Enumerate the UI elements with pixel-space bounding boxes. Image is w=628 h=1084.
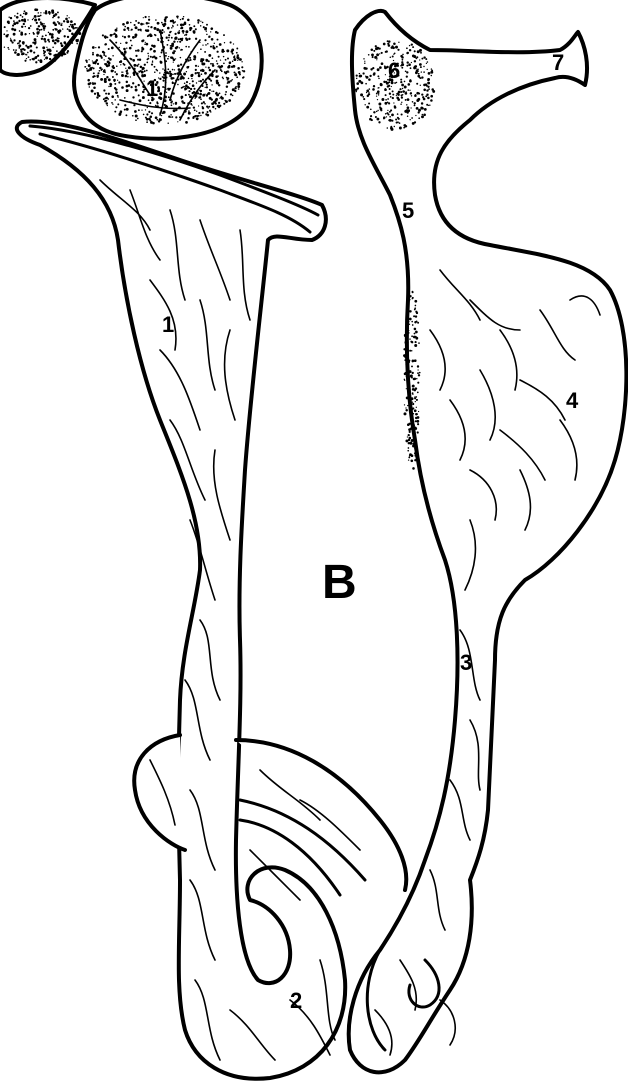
- label-uterus: 4: [566, 388, 579, 413]
- ovary: 1: [0, 0, 262, 139]
- label-tube: 1: [162, 312, 174, 337]
- label-vagina: 7: [552, 50, 564, 75]
- label-coil: 2: [290, 988, 302, 1013]
- label-ovary: 1: [146, 76, 158, 101]
- right-organ: 6 7 5 4 3: [349, 11, 627, 1072]
- label-duct: 3: [460, 650, 472, 675]
- panel-label: B: [322, 556, 357, 609]
- label-cervix: 6: [388, 58, 400, 83]
- label-neck: 5: [402, 198, 414, 223]
